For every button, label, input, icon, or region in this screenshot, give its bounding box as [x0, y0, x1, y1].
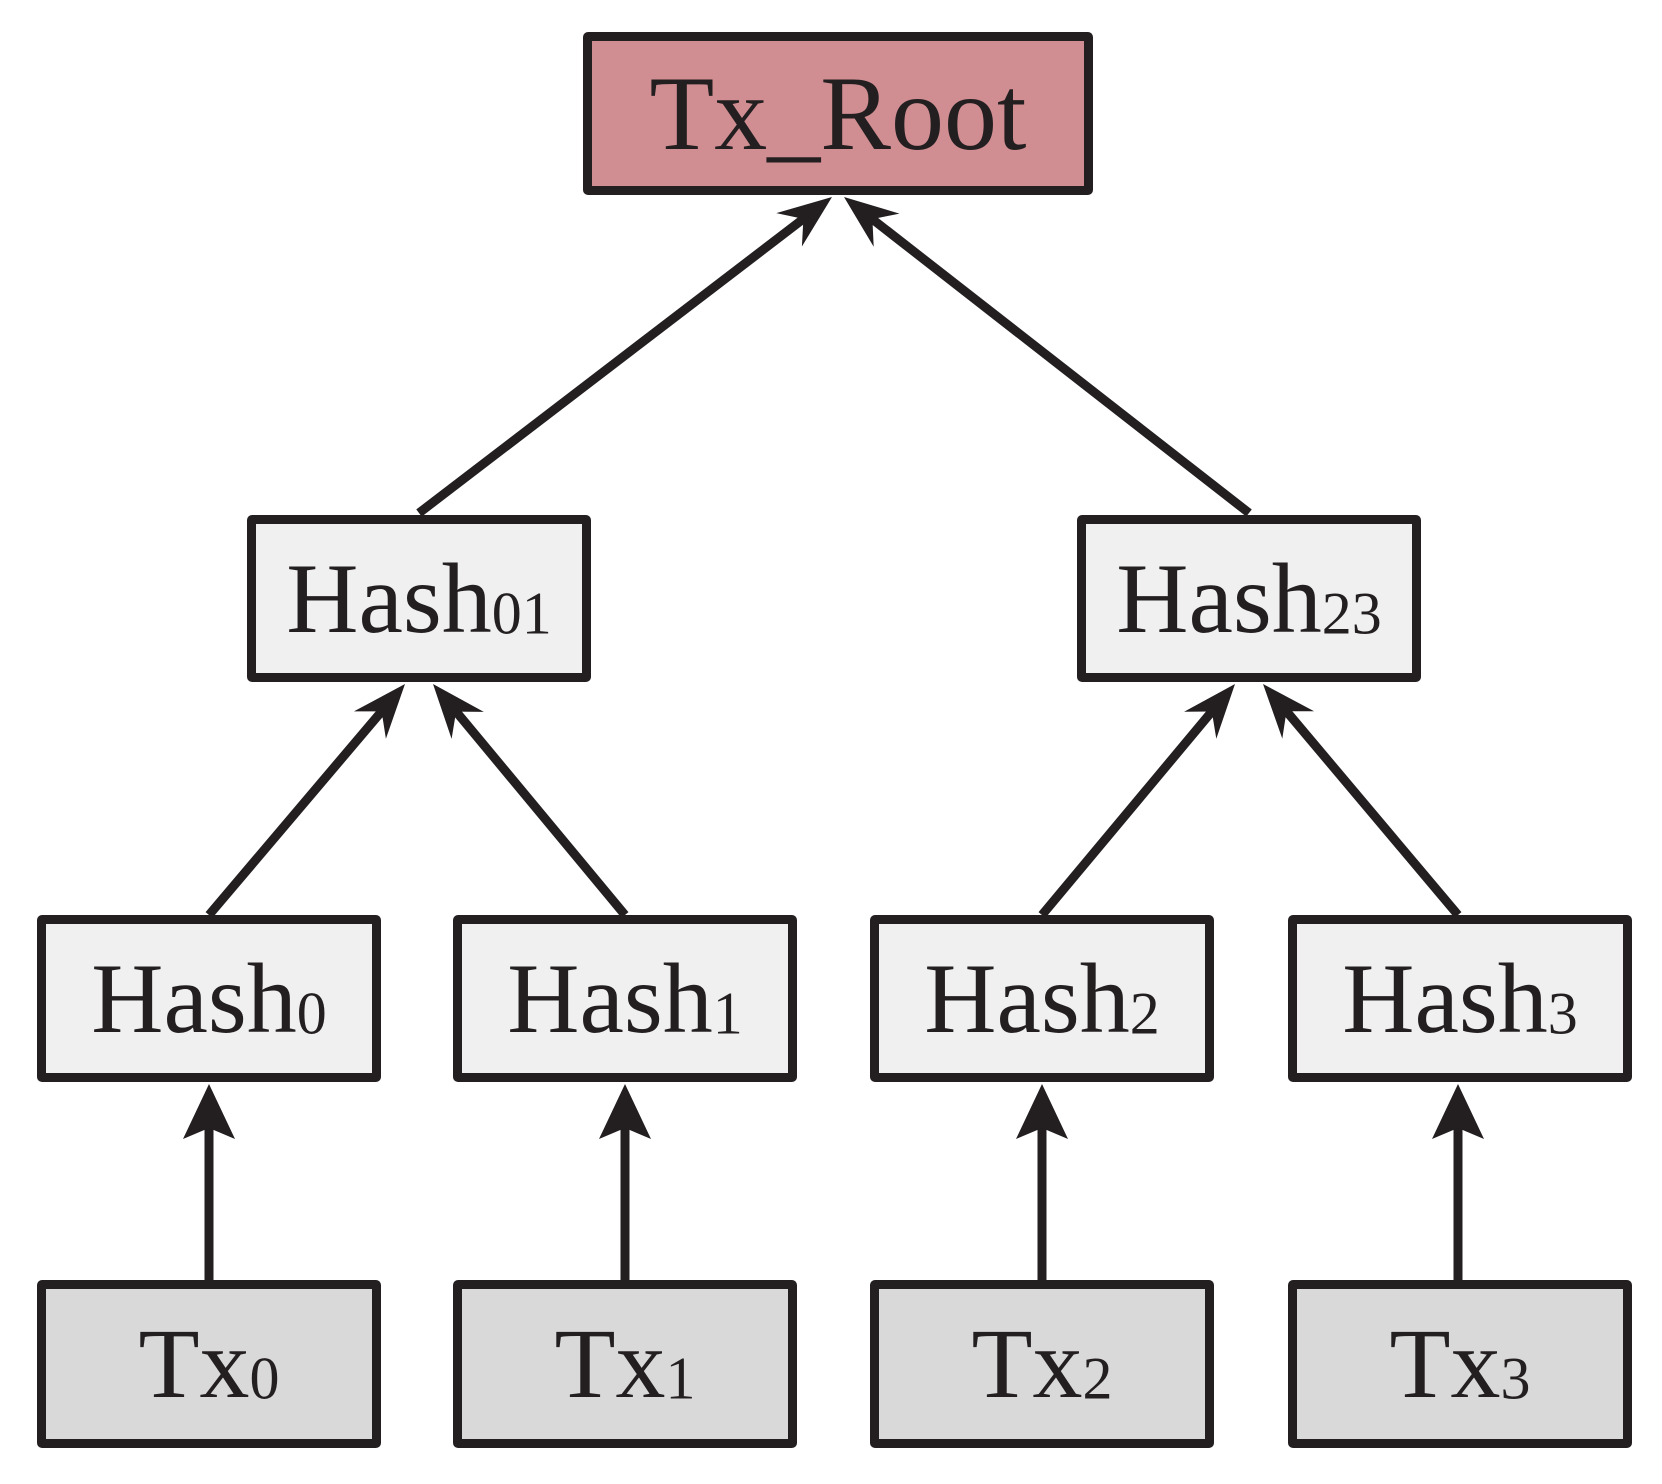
node-hash-3-subscript: 3: [1547, 979, 1578, 1046]
arrowhead-tx3-hash3: [1432, 1084, 1484, 1139]
node-hash-2-label: Hash: [924, 942, 1130, 1054]
node-tx-3-label: Tx: [1389, 1308, 1501, 1419]
node-tx-0-subscript: 0: [249, 1345, 280, 1412]
arrowhead-hash1-hash01: [433, 684, 484, 739]
node-tx-1-label: Tx: [554, 1308, 666, 1419]
node-hash-01-subscript: 01: [491, 579, 552, 646]
node-hash-1-subscript: 1: [712, 979, 743, 1046]
arrowhead-tx0-hash0: [183, 1084, 235, 1139]
arrowhead-tx2-hash2: [1016, 1084, 1068, 1139]
node-hash-1-label: Hash: [507, 942, 713, 1054]
node-tx-3-subscript: 3: [1500, 1345, 1531, 1412]
node-hash-3-label: Hash: [1342, 942, 1548, 1054]
arrow-line-hash0-hash01: [205, 703, 389, 918]
arrow-line-hash1-hash01: [448, 704, 629, 918]
arrow-line-hash3-hash23: [1279, 703, 1462, 918]
node-tx-2-subscript: 2: [1082, 1345, 1113, 1412]
arrow-line-hash01-root: [416, 211, 811, 517]
arrowhead-hash0-hash01: [353, 684, 405, 739]
node-tx-1-subscript: 1: [665, 1345, 696, 1412]
arrowhead-hash23-root: [844, 197, 900, 247]
node-hash-23-label: Hash: [1116, 542, 1322, 654]
arrowhead-hash3-hash23: [1263, 684, 1315, 739]
arrow-line-hash2-hash23: [1038, 704, 1220, 918]
node-hash-0-subscript: 0: [296, 979, 327, 1046]
arrowhead-tx1-hash1: [599, 1084, 651, 1139]
node-hash-0-label: Hash: [91, 942, 297, 1054]
node-tx-root: Tx_Root: [583, 32, 1093, 195]
arrowhead-hash01-root: [776, 197, 832, 247]
node-tx-root-label: Tx_Root: [649, 54, 1027, 172]
arrowhead-hash2-hash23: [1184, 684, 1235, 739]
node-hash-2-subscript: 2: [1129, 979, 1160, 1046]
node-hash-01-label: Hash: [286, 542, 492, 654]
node-tx-2-label: Tx: [971, 1308, 1083, 1419]
node-tx-0-label: Tx: [138, 1308, 250, 1419]
node-hash-23-subscript: 23: [1321, 579, 1382, 646]
arrow-line-hash23-root: [864, 211, 1252, 517]
